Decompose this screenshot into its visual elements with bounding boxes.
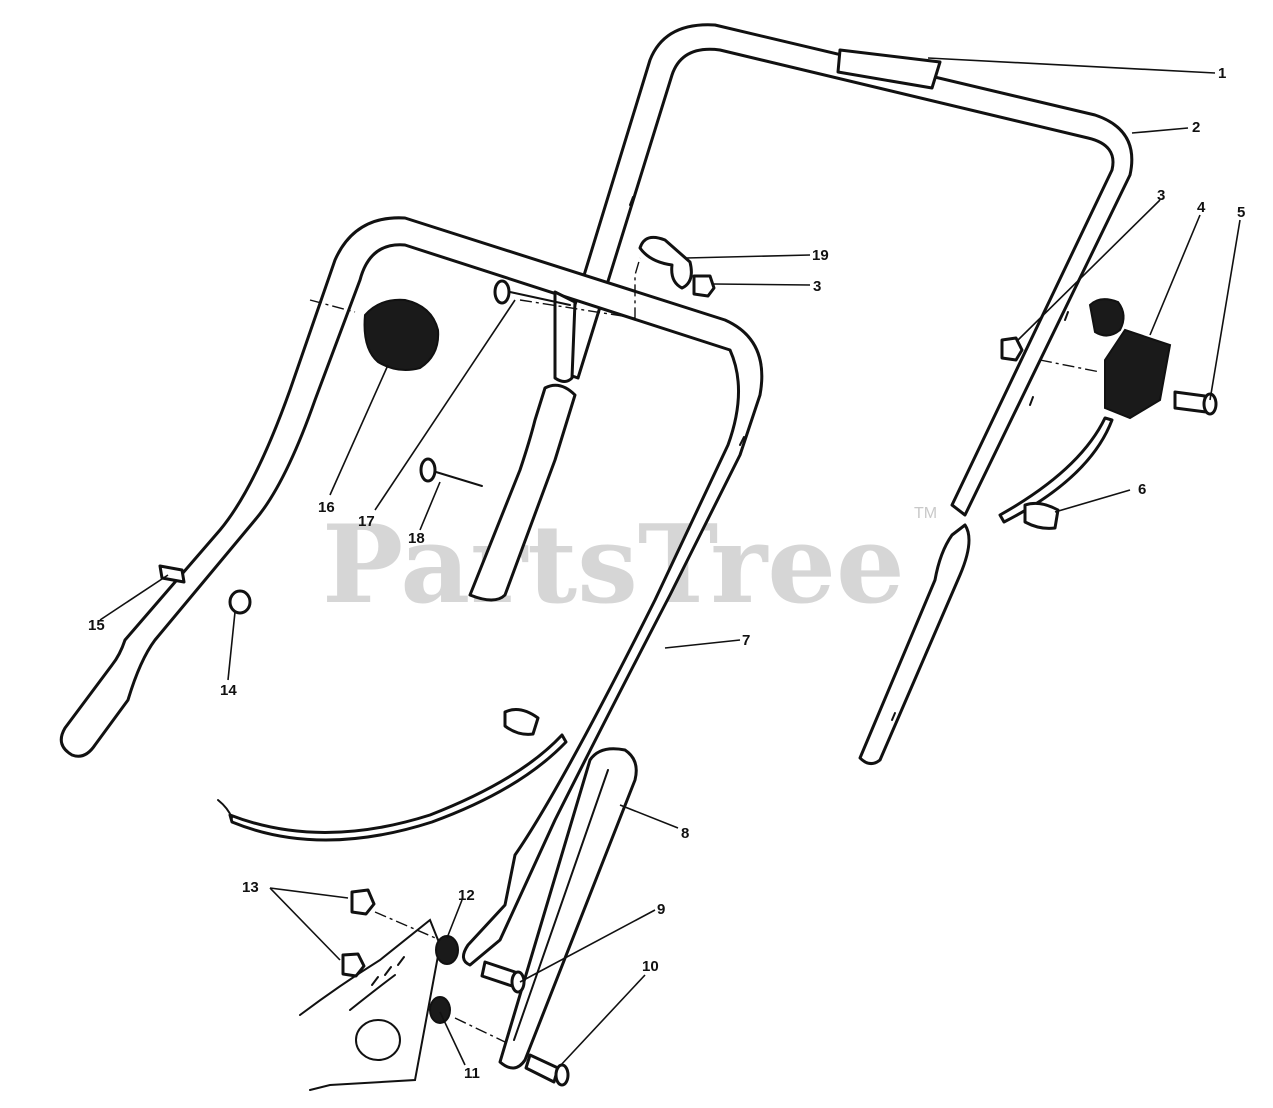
knob [363, 298, 440, 371]
callout-16: 16 [318, 499, 335, 516]
callout-17: 17 [358, 513, 375, 530]
clip-19 [638, 235, 693, 290]
callout-3-upper: 3 [813, 278, 821, 295]
callout-2: 2 [1192, 119, 1200, 136]
callout-13: 13 [242, 879, 259, 896]
watermark-trademark: TM [914, 505, 937, 522]
nut-13-upper [350, 888, 376, 916]
callout-4: 4 [1197, 199, 1206, 216]
callout-19: 19 [812, 247, 829, 264]
callout-8: 8 [681, 825, 689, 842]
center-brace [468, 290, 577, 602]
nut-3-upper [692, 274, 716, 298]
upper-handle [553, 23, 1134, 765]
nut-13-lower [341, 952, 366, 978]
lower-handle [59, 216, 764, 967]
mower-deck-bracket [299, 918, 442, 1091]
callout-12: 12 [458, 887, 475, 904]
callout-15: 15 [88, 617, 105, 634]
callout-9: 9 [657, 901, 665, 918]
throttle-control [1088, 298, 1172, 420]
assembly-lines [309, 257, 1101, 1043]
clip-15 [158, 564, 186, 584]
nut-14 [228, 589, 252, 615]
callout-5: 5 [1237, 204, 1245, 221]
lever-bar [498, 747, 638, 1070]
bolt-10 [524, 1053, 570, 1087]
callout-7: 7 [742, 632, 750, 649]
throttle-cable [998, 416, 1114, 524]
bolt-17 [493, 279, 571, 306]
callout-10: 10 [642, 958, 659, 975]
roller-11 [429, 996, 451, 1024]
callout-numbers: 1 2 3 4 5 6 7 8 9 10 11 12 13 14 15 16 1… [88, 65, 1245, 1082]
callout-11: 11 [464, 1065, 480, 1082]
nut-3-right [1000, 336, 1024, 362]
callout-18: 18 [408, 530, 425, 547]
cable-clip-6 [1023, 501, 1060, 530]
bolt-5 [1173, 390, 1218, 416]
callout-3-right: 3 [1157, 187, 1165, 204]
grip [836, 48, 942, 90]
bolt-18 [419, 457, 483, 487]
loose-clip [503, 708, 540, 736]
leader-lines [99, 57, 1241, 1067]
callout-6: 6 [1138, 481, 1146, 498]
callout-1: 1 [1218, 65, 1226, 82]
lower-cable [217, 733, 568, 842]
watermark-text: PartsTree [322, 502, 905, 628]
bolt-9 [480, 960, 526, 994]
callout-14: 14 [220, 682, 237, 699]
